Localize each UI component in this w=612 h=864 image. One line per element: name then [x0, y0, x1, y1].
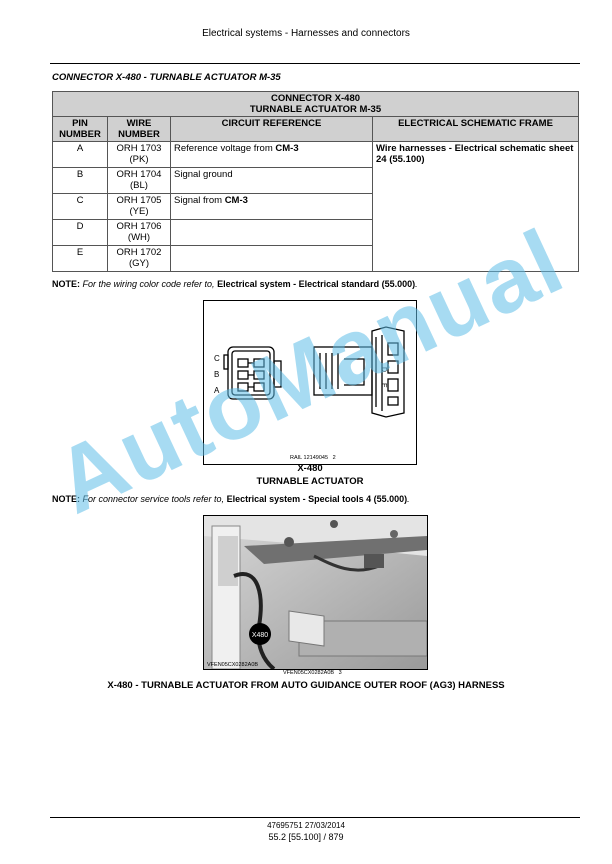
footer-page-number: 55.2 [55.100] / 879	[268, 832, 344, 842]
pin-label: D	[380, 367, 387, 372]
pin-cell: C	[52, 193, 108, 220]
wire-number: ORH 1703	[116, 143, 162, 154]
wire-cell: ORH 1704(BL)	[107, 167, 171, 194]
note-label: NOTE:	[52, 279, 80, 289]
note-end: .	[415, 279, 418, 289]
pin-cell: B	[52, 167, 108, 194]
table-row: A ORH 1703(PK) Reference voltage from CM…	[52, 141, 579, 272]
circuit-cell: Signal ground	[170, 167, 373, 194]
circuit-cell	[170, 245, 373, 272]
frame-cell: Wire harnesses - Electrical schematic sh…	[372, 141, 579, 272]
col-header-wire: WIRE NUMBER	[107, 116, 171, 142]
pin-label: A	[214, 386, 220, 395]
figure-caption-title: X-480	[297, 463, 323, 474]
wire-number: ORH 1705	[116, 195, 162, 206]
wire-number: ORH 1702	[116, 247, 162, 258]
note-text: For connector service tools refer to,	[80, 494, 227, 504]
photo-inner-code: VFEN05CX0282A0B	[207, 662, 258, 668]
figure-number: 2	[332, 455, 336, 461]
footer-rule	[50, 817, 580, 818]
header-rule	[50, 63, 580, 64]
note-wiring-color: NOTE: For the wiring color code refer to…	[52, 279, 418, 289]
circuit-cell	[170, 219, 373, 246]
table-title-line1: CONNECTOR X-480	[270, 93, 361, 104]
pin-cell: E	[52, 245, 108, 272]
connector-drawing: C B A D E	[214, 326, 405, 418]
wire-number: ORH 1706	[116, 221, 162, 232]
wire-color: (YE)	[129, 206, 149, 217]
wire-number: ORH 1704	[116, 169, 162, 180]
harness-photo-drawing: X480 VFEN05CX0282A0B	[204, 516, 427, 669]
circuit-text: Reference voltage from	[174, 143, 276, 154]
pin-label: E	[380, 383, 387, 388]
col-header-circuit: CIRCUIT REFERENCE	[170, 116, 373, 142]
figure-caption-subtitle: TURNABLE ACTUATOR	[256, 476, 364, 487]
circuit-ref: CM-3	[275, 143, 299, 154]
table-title: CONNECTOR X-480 TURNABLE ACTUATOR M-35	[52, 91, 579, 117]
figure-code-text: VFEN05CX0282A0B	[283, 670, 335, 676]
connector-figure: C B A D E	[203, 300, 417, 465]
circuit-cell: Signal from CM-3	[170, 193, 373, 220]
figure-code-text: RAIL 12149045	[290, 455, 329, 461]
figure-caption: X-480 - TURNABLE ACTUATOR FROM AUTO GUID…	[107, 680, 505, 691]
col-header-pin: PIN NUMBER	[52, 116, 108, 142]
col-header-frame: ELECTRICAL SCHEMATIC FRAME	[372, 116, 579, 142]
wire-color: (BL)	[130, 180, 148, 191]
note-service-tools: NOTE: For connector service tools refer …	[52, 494, 410, 504]
wire-cell: ORH 1703(PK)	[107, 141, 171, 168]
connector-table: CONNECTOR X-480 TURNABLE ACTUATOR M-35 P…	[52, 91, 579, 272]
figure-code: VFEN05CX0282A0B 3	[283, 670, 342, 676]
note-end: .	[407, 494, 410, 504]
circuit-cell: Reference voltage from CM-3	[170, 141, 373, 168]
figure-number: 3	[338, 670, 342, 676]
page-header: Electrical systems - Harnesses and conne…	[202, 28, 410, 39]
note-ref: Electrical system - Electrical standard …	[217, 279, 416, 289]
table-title-line2: TURNABLE ACTUATOR M-35	[249, 104, 382, 115]
note-ref: Electrical system - Special tools 4 (55.…	[226, 494, 408, 504]
wire-color: (GY)	[128, 258, 150, 269]
footer-doc-id: 47695751 27/03/2014	[267, 821, 345, 830]
table-row: D ORH 1706(WH)	[52, 219, 579, 246]
wire-cell: ORH 1705(YE)	[107, 193, 171, 220]
callout-marker	[249, 623, 271, 645]
pin-cell: D	[52, 219, 108, 246]
circuit-text: Signal from	[174, 195, 225, 206]
pin-label: B	[214, 370, 219, 379]
table-row: B ORH 1704(BL) Signal ground	[52, 167, 579, 194]
pin-cell: A	[52, 141, 108, 168]
wire-cell: ORH 1702(GY)	[107, 245, 171, 272]
wire-cell: ORH 1706(WH)	[107, 219, 171, 246]
note-text: For the wiring color code refer to,	[80, 279, 218, 289]
wire-color: (PK)	[129, 154, 149, 165]
circuit-text: Signal ground	[174, 169, 233, 180]
circuit-ref: CM-3	[224, 195, 248, 206]
table-row: E ORH 1702(GY)	[52, 245, 579, 272]
wire-color: (WH)	[127, 232, 151, 243]
note-label: NOTE:	[52, 494, 80, 504]
figure-code: RAIL 12149045 2	[290, 455, 336, 461]
section-title: CONNECTOR X-480 - TURNABLE ACTUATOR M-35	[52, 72, 281, 83]
pin-label: C	[214, 354, 220, 363]
harness-photo: X480 VFEN05CX0282A0B	[203, 515, 428, 670]
callout-label: X480	[252, 632, 268, 639]
